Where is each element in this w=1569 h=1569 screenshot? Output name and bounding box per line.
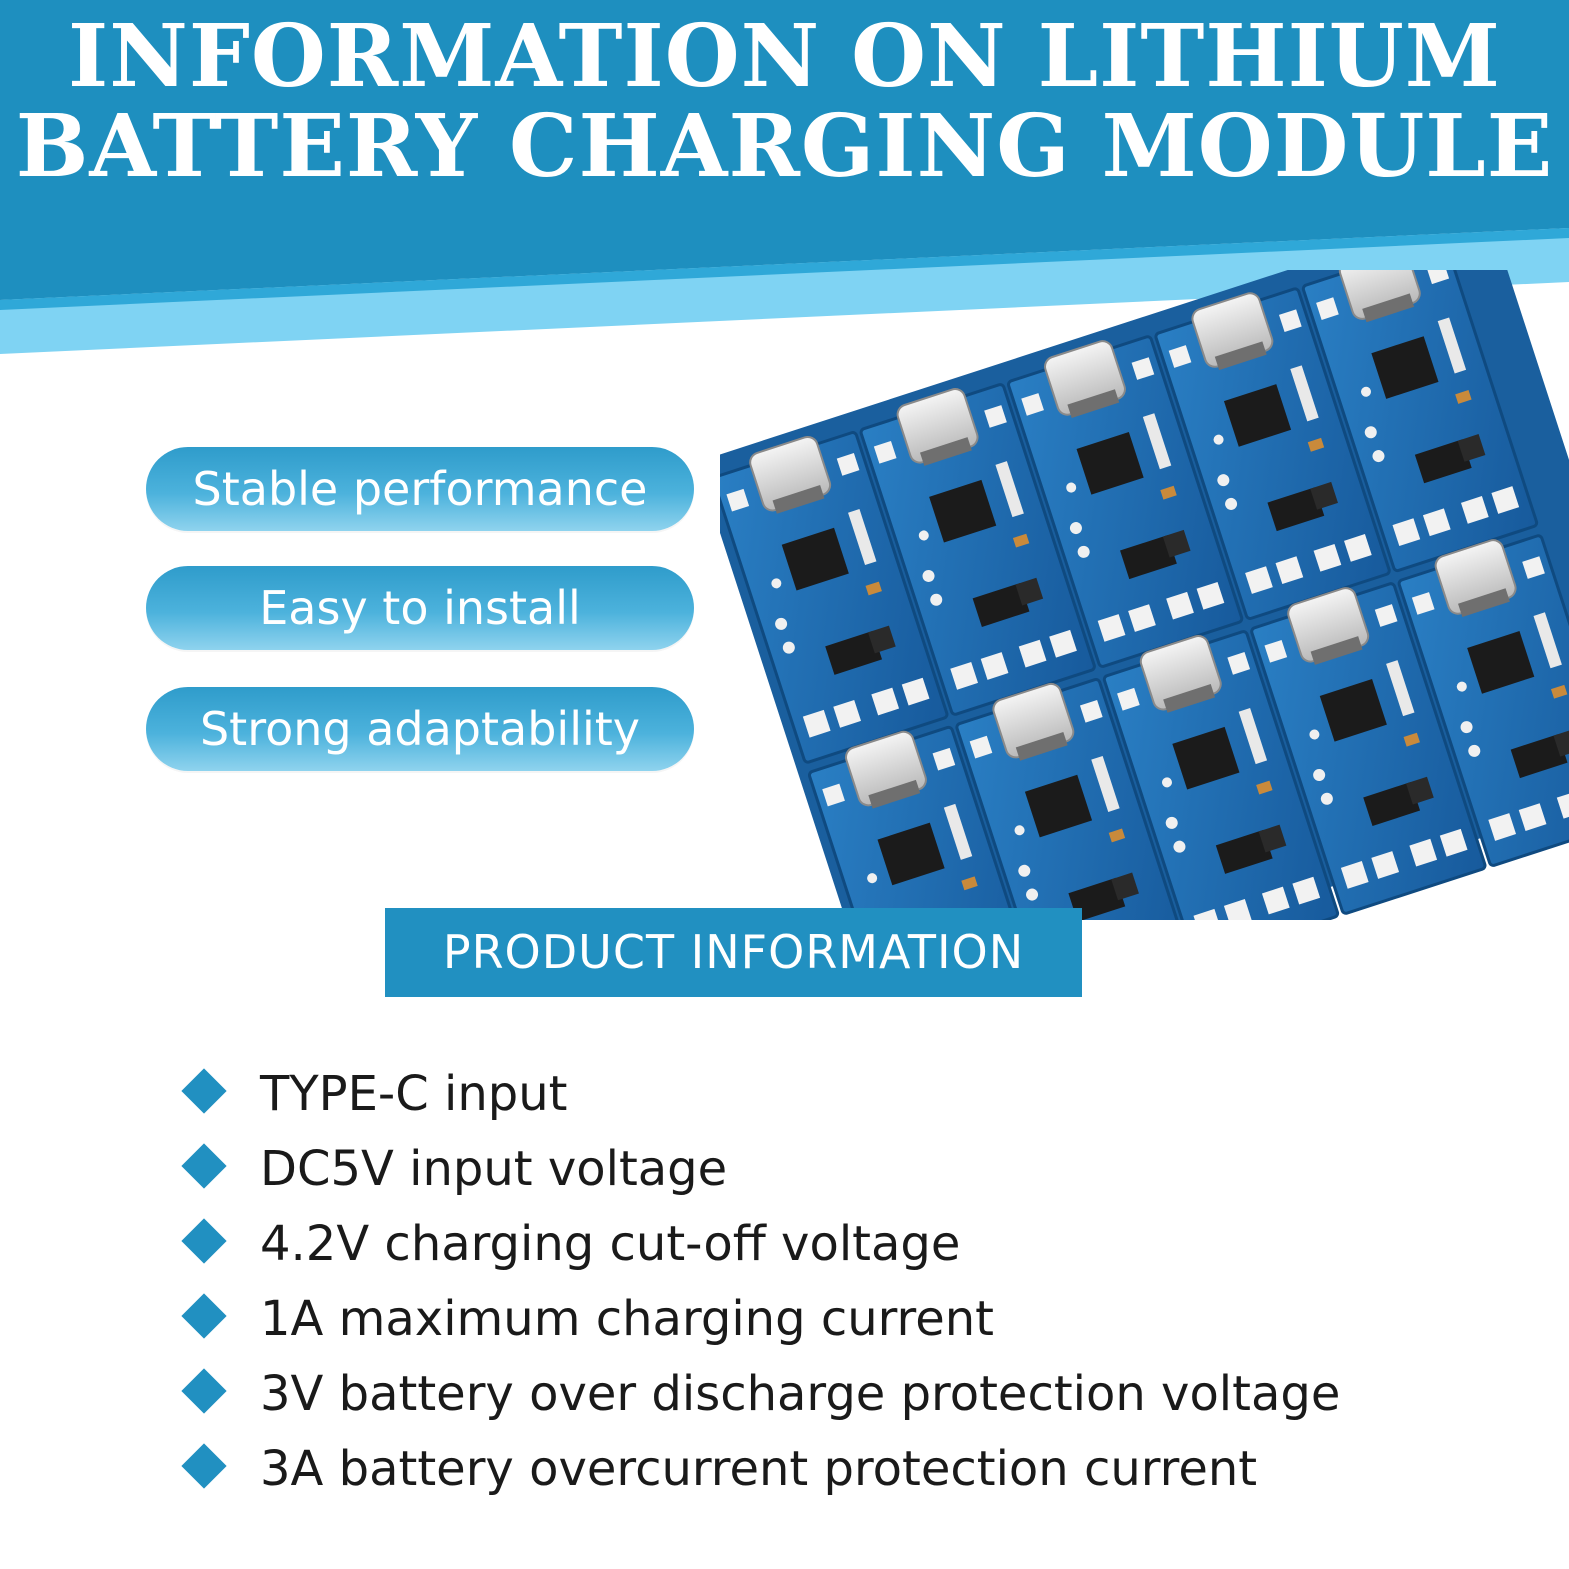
feature-pill-easy-to-install: Easy to install — [146, 566, 694, 650]
diamond-bullet-icon — [181, 1218, 227, 1264]
spec-text: 4.2V charging cut-off voltage — [260, 1216, 961, 1272]
page-title-line-1: INFORMATION ON LITHIUM — [67, 6, 1502, 107]
diamond-bullet-icon — [181, 1143, 227, 1189]
diamond-bullet-icon — [181, 1443, 227, 1489]
diamond-bullet-icon — [181, 1368, 227, 1414]
spec-item: 4.2V charging cut-off voltage — [176, 1212, 1506, 1282]
section-heading-product-information: PRODUCT INFORMATION — [385, 908, 1082, 997]
spec-text: TYPE-C input — [260, 1066, 568, 1122]
page-title: INFORMATION ON LITHIUM BATTERY CHARGING … — [0, 12, 1569, 192]
diamond-bullet-icon — [181, 1293, 227, 1339]
header-banner — [0, 0, 1569, 354]
banner-light-stripe — [0, 228, 1569, 354]
spec-item: 1A maximum charging current — [176, 1287, 1506, 1357]
banner-dark — [0, 0, 1569, 300]
banner-mid-stripe — [0, 228, 1569, 310]
spec-item: 3A battery overcurrent protection curren… — [176, 1437, 1506, 1507]
spec-item: DC5V input voltage — [176, 1137, 1506, 1207]
spec-item: 3V battery over discharge protection vol… — [176, 1362, 1506, 1432]
spec-text: 3V battery over discharge protection vol… — [260, 1366, 1341, 1422]
spec-text: 3A battery overcurrent protection curren… — [260, 1441, 1258, 1497]
page-title-line-2: BATTERY CHARGING MODULE — [15, 96, 1554, 197]
diamond-bullet-icon — [181, 1068, 227, 1114]
product-photo — [720, 270, 1569, 920]
spec-text: DC5V input voltage — [260, 1141, 728, 1197]
spec-item: TYPE-C input — [176, 1062, 1506, 1132]
feature-pill-stable-performance: Stable performance — [146, 447, 694, 531]
feature-pill-strong-adaptability: Strong adaptability — [146, 687, 694, 771]
spec-text: 1A maximum charging current — [260, 1291, 994, 1347]
